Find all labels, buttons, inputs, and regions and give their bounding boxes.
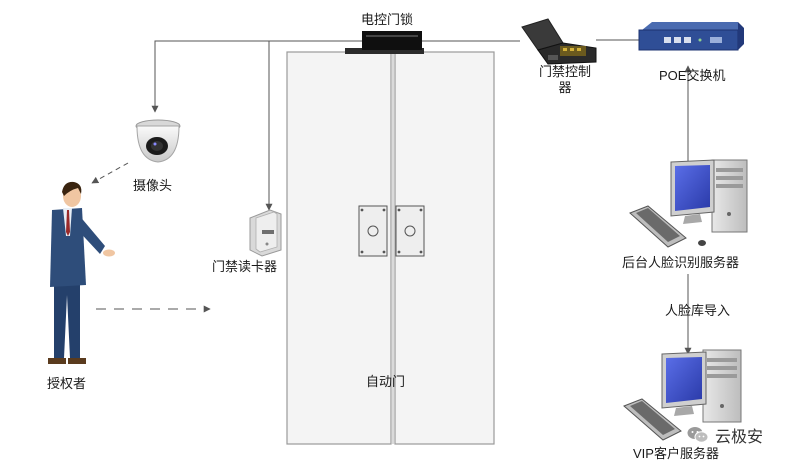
access-controller-icon	[521, 18, 597, 65]
authorized-person-label: 授权者	[47, 376, 87, 391]
electric-lock-icon	[345, 31, 424, 54]
face-db-import-label: 人脸库导入	[665, 303, 731, 318]
door-handle-right	[395, 205, 425, 257]
camera-monitor-line	[91, 162, 129, 184]
face-server-icon	[629, 159, 748, 248]
camera-icon	[135, 119, 181, 163]
card-reader-icon	[249, 209, 282, 257]
camera-label: 摄像头	[133, 178, 173, 193]
door-handle-left	[358, 205, 388, 257]
card-reader-label: 门禁读卡器	[212, 259, 278, 274]
wechat-icon	[687, 427, 709, 443]
watermark-text: 云极安	[715, 429, 764, 446]
poe-switch-icon	[638, 22, 744, 51]
vip-server-label: VIP客户服务器	[633, 446, 719, 461]
authorized-person-icon	[48, 181, 115, 364]
access-controller-label-line2: 器	[558, 80, 572, 95]
watermark: 云极安	[683, 424, 768, 446]
electric-lock-label: 电控门锁	[361, 12, 414, 27]
vip-server-icon	[623, 349, 742, 441]
automatic-door	[286, 51, 495, 445]
face-server-label: 后台人脸识别服务器	[622, 255, 740, 270]
access-controller-label-line1: 门禁控制	[538, 64, 591, 79]
poe-switch-label: POE交换机	[659, 68, 726, 83]
access-controller-label: 门禁控制 器	[534, 64, 596, 96]
automatic-door-label: 自动门	[366, 374, 406, 389]
